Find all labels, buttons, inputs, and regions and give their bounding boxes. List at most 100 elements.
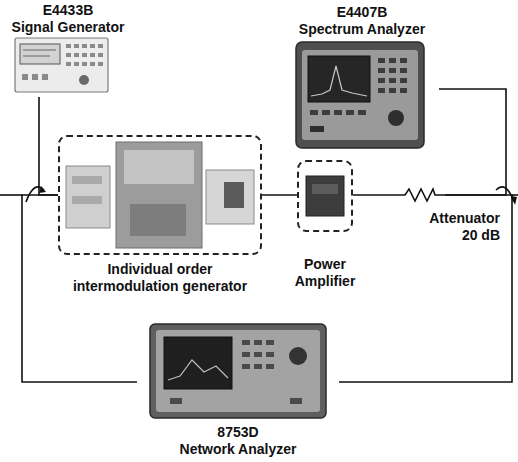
key [242,352,250,357]
circuit-block [206,170,254,224]
screen-trace [168,360,228,380]
key [22,74,28,80]
key [66,53,71,57]
key [74,62,79,66]
network-analyzer-picture [150,324,326,418]
key [322,110,330,115]
instrument-body [296,42,424,148]
key [42,74,48,80]
cable [39,97,58,195]
circuit-part [224,182,244,208]
circuit-block [116,142,202,248]
signal-line [0,194,22,196]
screen-trace [311,66,367,96]
key [334,110,342,115]
key [254,364,262,369]
instrument-face [302,50,418,140]
cable [439,89,506,195]
keypad [22,44,103,85]
key [378,78,385,83]
amplifier-block [306,176,344,216]
key [378,68,385,73]
key [389,68,396,73]
key [242,340,250,345]
connector-port [290,398,302,404]
circuit-part [130,204,186,236]
instrument-screen [308,56,370,102]
key [400,68,407,73]
key [358,110,366,115]
instrument-body [15,38,108,92]
outside-label: Individual order intermodulation generat… [55,261,265,295]
key [254,340,262,345]
circuit-block [66,166,110,228]
key [389,58,396,63]
instrument-screen [20,44,60,64]
key [66,62,71,66]
node-label: Network Analyzer [137,441,339,458]
spectrum-analyzer-picture [296,42,424,148]
circuit-part [72,196,102,204]
signal-line [512,194,518,196]
key [378,88,385,93]
key [346,110,354,115]
node-label: Attenuator 20 dB [420,210,500,244]
key [32,74,38,80]
instrument-body [150,324,326,418]
key [90,53,95,57]
key [266,364,274,369]
key [310,110,318,115]
node-label: 8753D [137,424,339,441]
signal-generator: E4433BSignal Generator [2,2,134,97]
key [242,364,250,369]
key [400,88,407,93]
screen-line [23,56,50,57]
key [266,340,274,345]
outside-label: Attenuator 20 dB [420,210,500,244]
screen-line [23,50,56,51]
key [74,53,79,57]
resistor-zigzag [395,189,445,201]
key [254,352,262,357]
resistor-symbol [395,185,445,205]
circuit-part [124,150,194,184]
key [400,58,407,63]
key [389,78,396,83]
coupler-arrowhead [39,186,46,193]
knob [388,110,404,126]
keypad [310,58,407,132]
signal-generator-picture [15,38,108,92]
intermodulation-generator-box: Individual order intermodulation generat… [58,135,262,255]
key [98,62,103,66]
outside-label: Power Amplifier [285,256,365,290]
connector-port [310,126,324,132]
key [98,53,103,57]
cable [353,194,395,196]
key [82,44,87,48]
node-label: E4407B [285,4,439,21]
power-amplifier-picture [306,176,344,216]
instrument-face [156,330,320,412]
knob [289,347,307,365]
key [90,44,95,48]
instrument-screen [164,337,232,389]
key [98,44,103,48]
key [378,58,385,63]
node-label: Spectrum Analyzer [285,21,439,38]
key [266,352,274,357]
key [74,44,79,48]
key [389,88,396,93]
node-label: Individual order intermodulation generat… [55,261,265,295]
key [82,62,87,66]
node-label: Signal Generator [2,19,134,36]
connector-port [170,398,182,404]
intermodulation-generator-picture [66,142,254,248]
spectrum-analyzer: E4407BSpectrum Analyzer [285,4,439,154]
power-amplifier-box: Power Amplifier [297,160,353,232]
cable [262,194,297,196]
amplifier-part [312,184,338,194]
circuit-part [72,176,102,184]
attenuator-symbol: Attenuator 20 dB [395,185,445,205]
